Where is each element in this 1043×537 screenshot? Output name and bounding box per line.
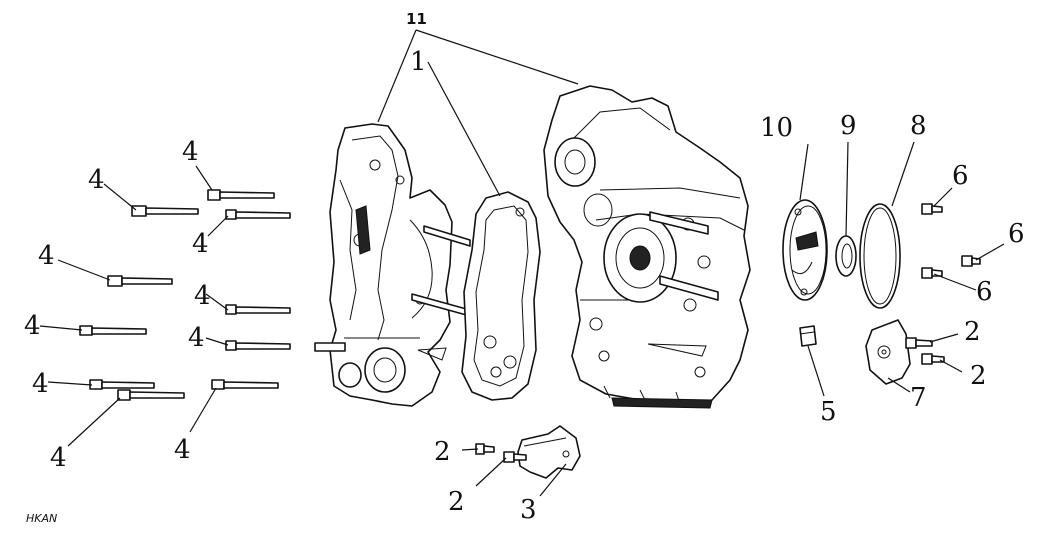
bolt-4-e [225, 304, 291, 315]
bolt-4-g [225, 340, 291, 351]
dowel-pin [799, 325, 817, 347]
callout-2-d: 2 [448, 487, 465, 517]
callout-4-j: 4 [174, 435, 191, 465]
bolt-2-a [905, 337, 933, 349]
callout-4-a: 4 [88, 165, 105, 195]
callout-4-f: 4 [24, 311, 41, 341]
callout-11: 11 [406, 10, 427, 28]
oil-seal [835, 235, 857, 277]
bolt-4-a [131, 205, 199, 217]
bolt-4-h [89, 379, 155, 390]
callout-7: 7 [910, 383, 927, 413]
long-bolts [79, 189, 291, 401]
bolt-4-c [225, 209, 291, 220]
short-bolts [475, 203, 981, 463]
callout-4-b: 4 [182, 137, 199, 167]
callout-2-b: 2 [970, 361, 987, 391]
callout-6-a: 6 [952, 161, 969, 191]
drawing-code: HKAN [26, 512, 57, 525]
bolt-4-i [117, 389, 185, 401]
callout-10: 10 [760, 113, 793, 143]
callout-8: 8 [910, 111, 927, 141]
crankcase-gasket [461, 191, 541, 401]
callout-1: 1 [410, 47, 427, 77]
callout-3: 3 [520, 495, 537, 525]
o-ring [859, 203, 901, 309]
bolt-4-d [107, 275, 173, 287]
bolt-4-b [207, 189, 275, 201]
callout-6-b: 6 [1008, 219, 1025, 249]
callout-4-e: 4 [194, 281, 211, 311]
oil-pump-cover [782, 199, 828, 301]
callout-2-a: 2 [964, 317, 981, 347]
bolt-2-b [921, 353, 945, 365]
callout-4-h: 4 [32, 369, 49, 399]
right-crankcase-half [543, 85, 751, 409]
callout-4-c: 4 [192, 229, 209, 259]
callout-labels: 11 1 4 4 4 4 4 4 4 4 4 4 10 9 8 6 6 6 2 … [24, 10, 1025, 525]
callout-5: 5 [820, 397, 837, 427]
bolt-4-f [79, 325, 147, 336]
callout-2-c: 2 [434, 437, 451, 467]
callout-6-c: 6 [976, 277, 993, 307]
bolt-2-d [503, 451, 527, 463]
bolt-6-a [921, 203, 943, 215]
callout-4-d: 4 [38, 241, 55, 271]
leader-lines [39, 29, 1005, 497]
callout-4-g: 4 [188, 323, 205, 353]
bolt-2-c [475, 443, 495, 455]
bolt-4-j [211, 379, 279, 390]
callout-4-i: 4 [50, 443, 67, 473]
left-crankcase-half [329, 123, 453, 407]
callout-9: 9 [840, 111, 857, 141]
bracket [517, 425, 581, 479]
sprocket-cover-plate [865, 319, 911, 385]
bolt-6-b [961, 255, 981, 267]
